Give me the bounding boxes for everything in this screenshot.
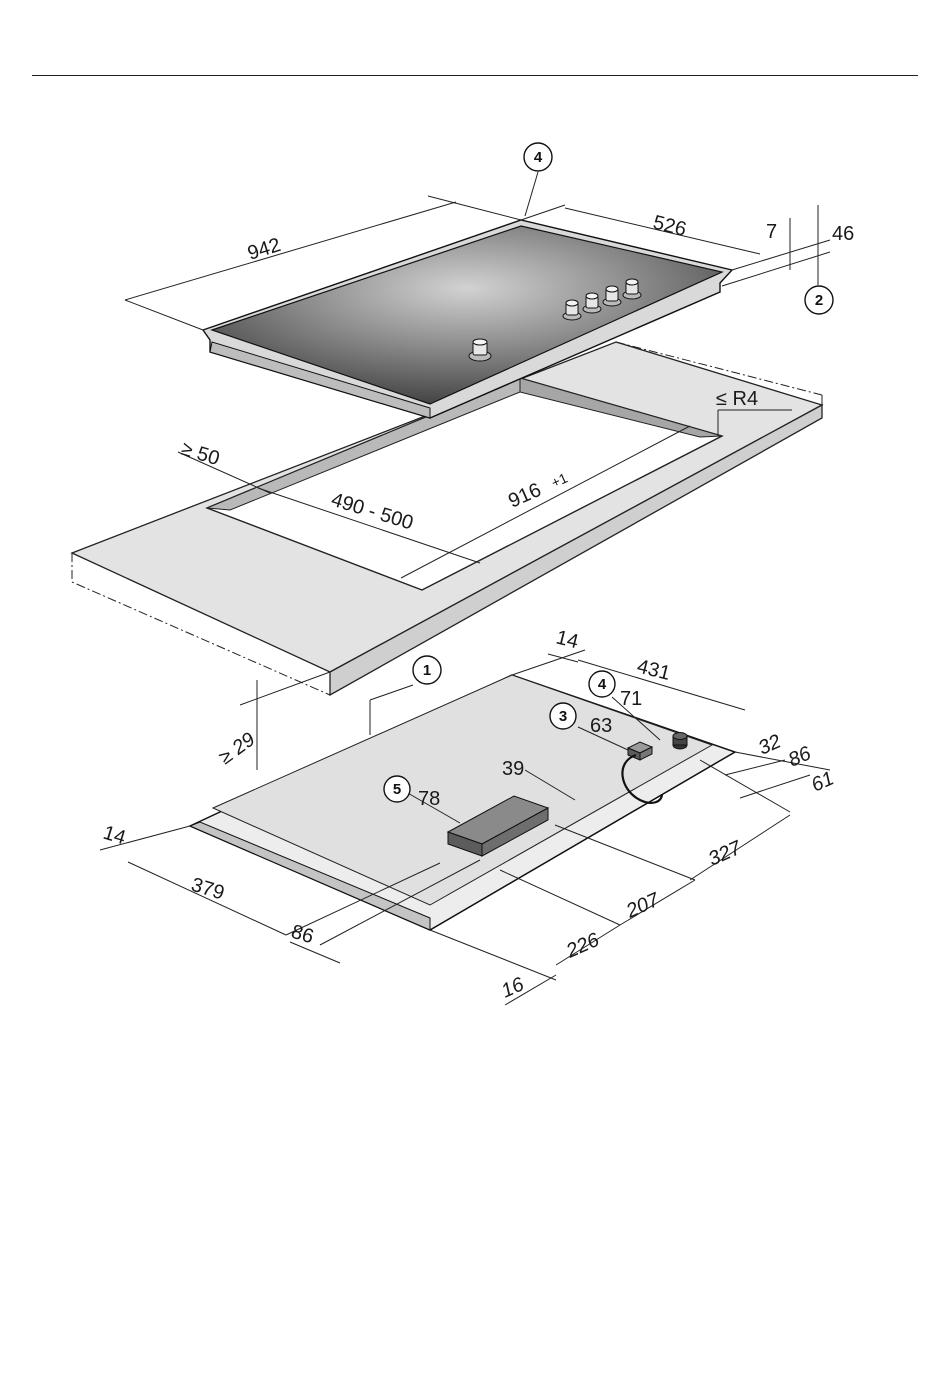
dim-16: 16 bbox=[498, 973, 528, 1003]
dim-hob-width: 942 bbox=[245, 234, 283, 265]
dim-71: 71 bbox=[620, 688, 642, 710]
dim-left-14: 14 bbox=[101, 822, 129, 850]
callout-1: 1 bbox=[413, 656, 441, 684]
dim-61: 61 bbox=[808, 767, 837, 796]
dim-86-right: 86 bbox=[785, 742, 815, 772]
callout-5: 5 bbox=[384, 776, 410, 802]
dim-min-distance: ≥ 50 bbox=[179, 438, 223, 470]
callout-2: 2 bbox=[805, 286, 833, 314]
dim-39: 39 bbox=[502, 758, 524, 780]
dim-total-height: 46 bbox=[832, 223, 854, 245]
callout-5-label: 5 bbox=[393, 781, 401, 798]
dim-86-left: 86 bbox=[289, 921, 317, 949]
dim-32: 32 bbox=[755, 730, 784, 759]
dim-207: 207 bbox=[622, 889, 663, 923]
callout-1-label: 1 bbox=[423, 662, 431, 679]
callout-2-label: 2 bbox=[815, 292, 823, 309]
dim-327: 327 bbox=[705, 837, 745, 871]
dim-379: 379 bbox=[189, 874, 227, 905]
dim-frame-height: 7 bbox=[766, 221, 777, 243]
callout-4-top-label: 4 bbox=[534, 149, 543, 166]
callout-4-bottom-label: 4 bbox=[598, 676, 607, 693]
dim-hob-depth: 526 bbox=[651, 212, 689, 241]
gas-connection bbox=[673, 733, 687, 750]
callout-4-top: 4 bbox=[524, 143, 552, 171]
callout-3-label: 3 bbox=[559, 708, 567, 725]
dim-78: 78 bbox=[418, 788, 440, 810]
dim-63: 63 bbox=[590, 715, 612, 737]
callout-3: 3 bbox=[550, 703, 576, 729]
dim-corner-radius: ≤ R4 bbox=[716, 388, 758, 410]
dim-431: 431 bbox=[635, 656, 673, 685]
callout-4-bottom: 4 bbox=[589, 671, 615, 697]
dim-worktop-min: ≥ 29 bbox=[215, 728, 259, 769]
dim-top-14: 14 bbox=[554, 627, 581, 654]
